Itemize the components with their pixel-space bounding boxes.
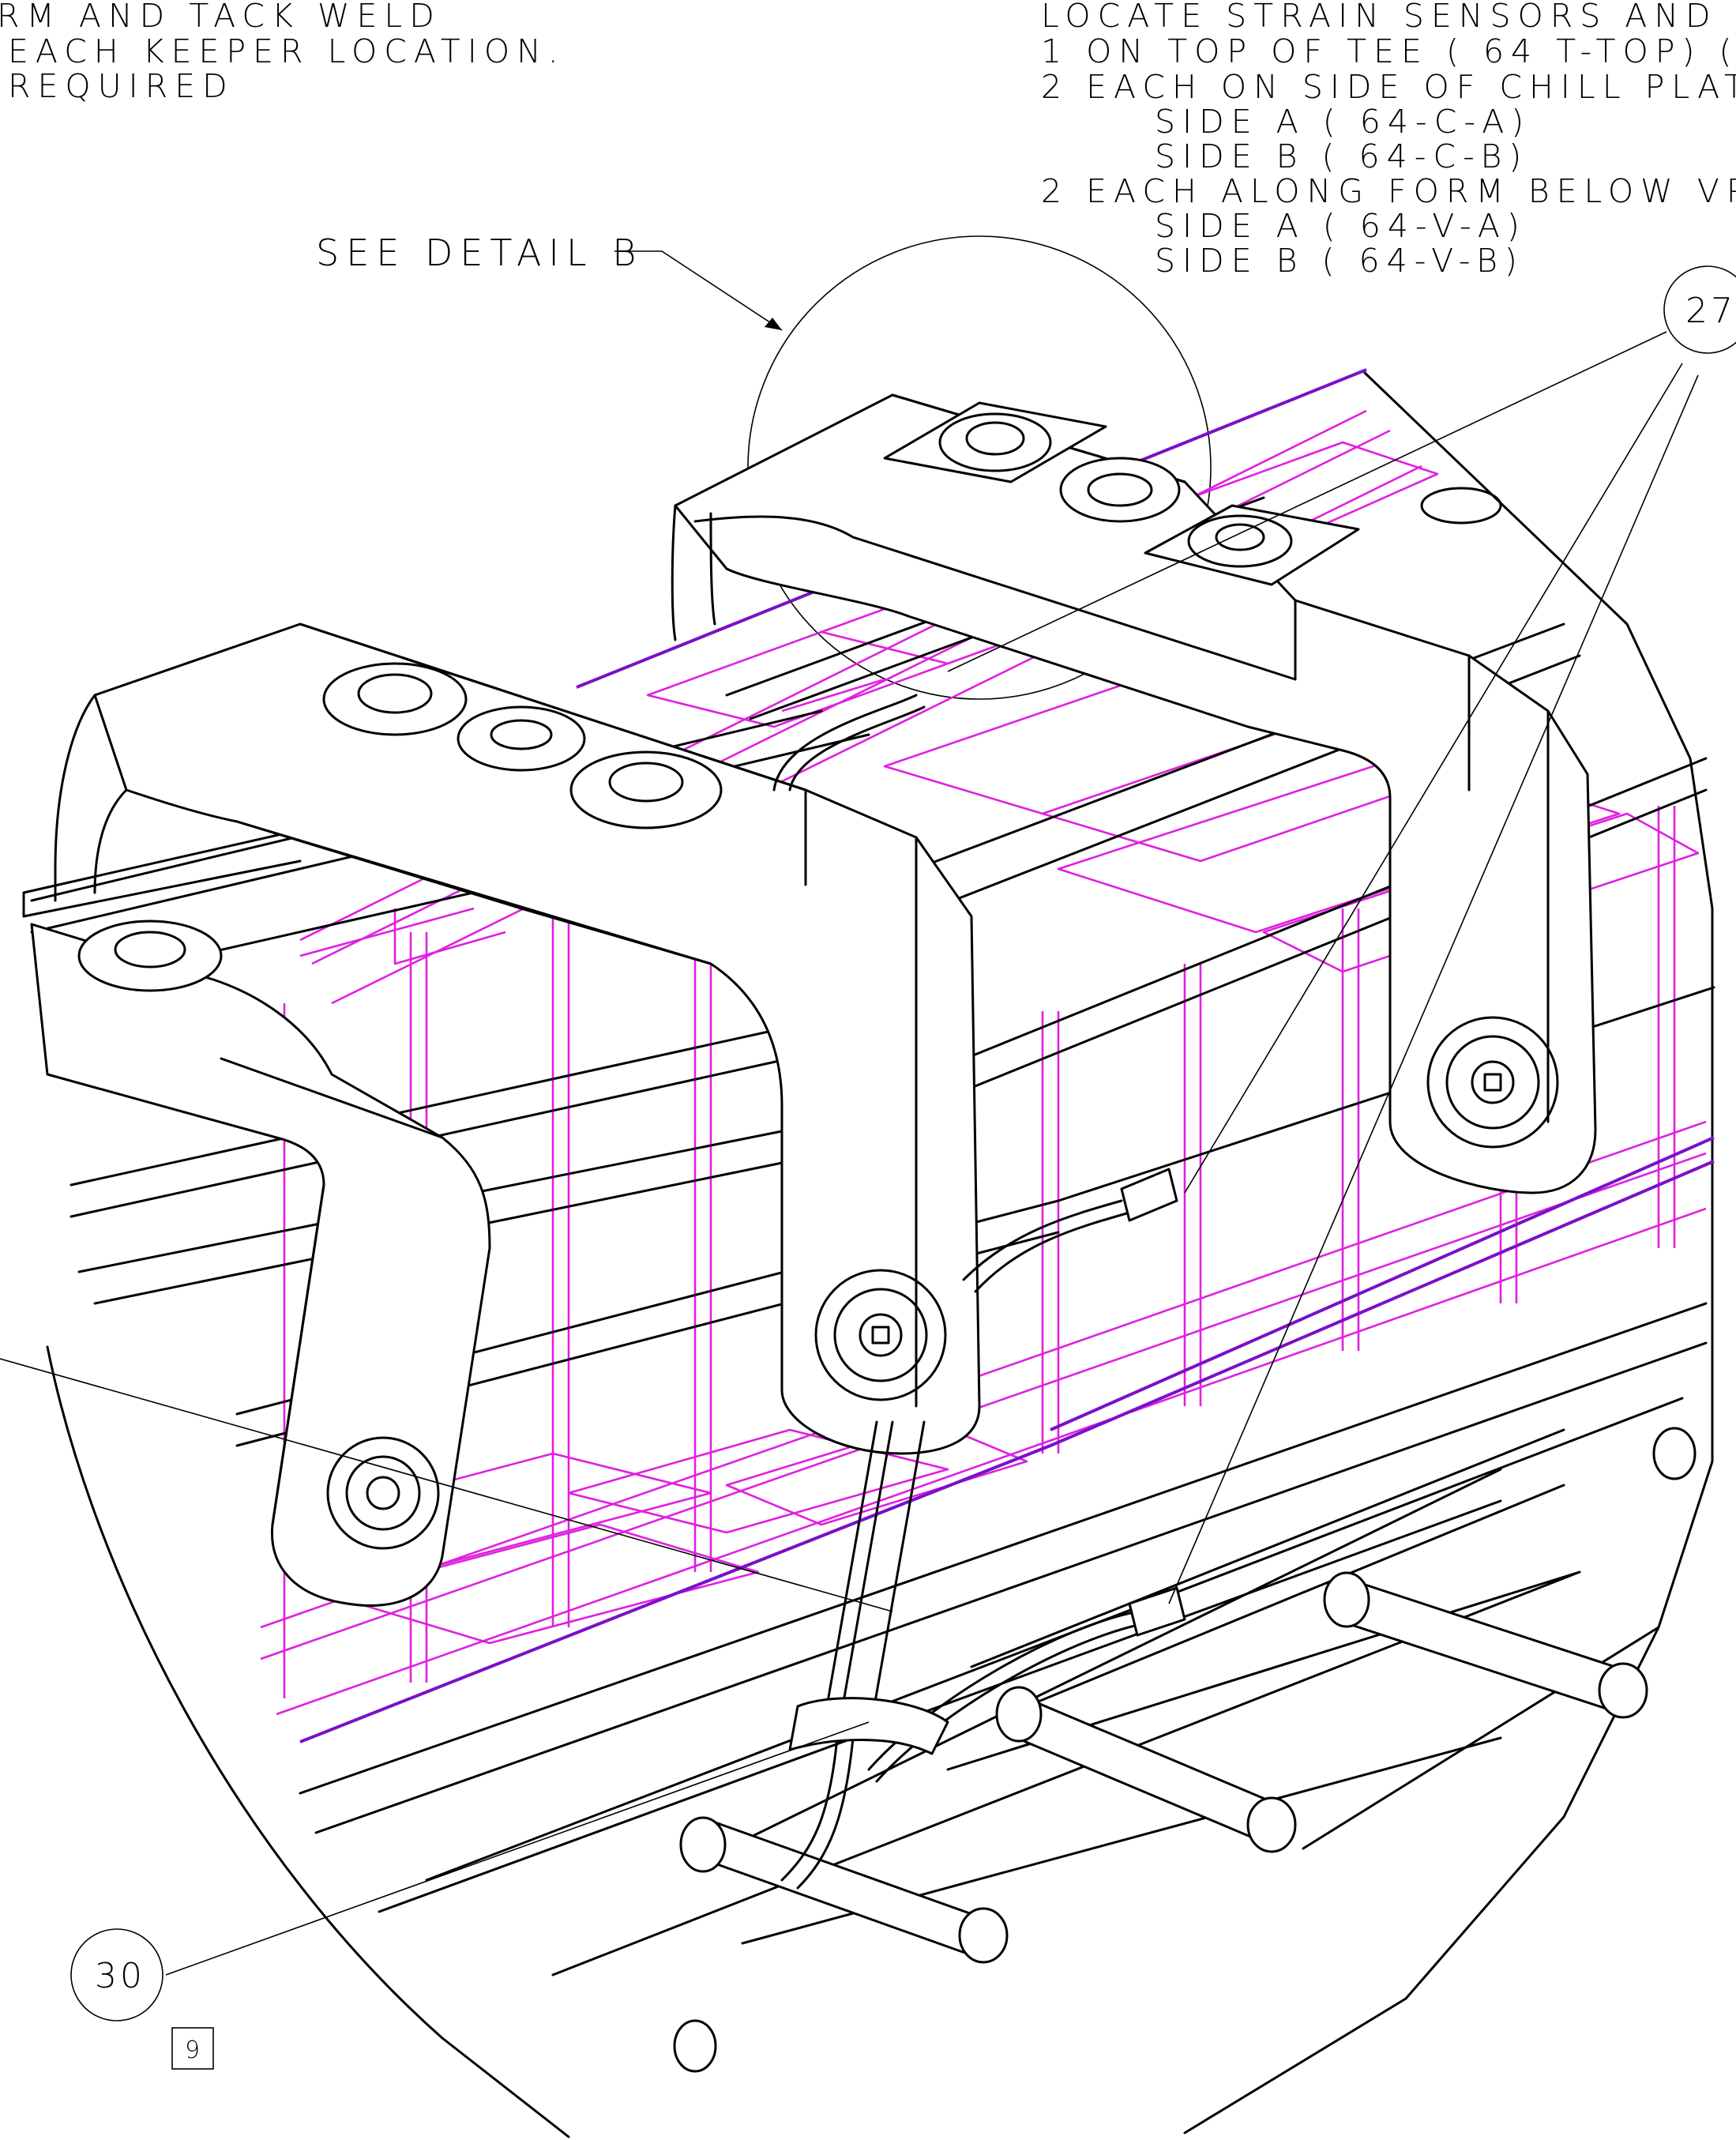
balloon-30-label: 30 [95, 1956, 145, 1996]
note-right-line-2: 1 ON TOP OF TEE ( 64 T-TOP) (OPTIONAL [1041, 32, 1736, 70]
note-left-line-2: EACH KEEPER LOCATION. [8, 32, 566, 70]
note-right-line-5: SIDE B ( 64-C-B) [1155, 137, 1528, 175]
note-right-line-1: LOCATE STRAIN SENSORS AND LABEL AS SH [1041, 0, 1736, 35]
leader-lines [0, 331, 1699, 1976]
note-right-line-6: 2 EACH ALONG FORM BELOW VPI GROOVE [1041, 172, 1736, 210]
sensor-cables [772, 694, 1186, 1890]
flag-note-9: 9 [171, 2027, 214, 2070]
note-left-line-3: REQUIRED [8, 67, 235, 105]
notes-right: LOCATE STRAIN SENSORS AND LABEL AS SH 1 … [1041, 0, 1736, 280]
section-boundary [46, 371, 1714, 2138]
note-right-line-3: 2 EACH ON SIDE OF CHILL PLATES (OPTIC [1041, 68, 1736, 106]
flag-note-9-label: 9 [185, 2037, 200, 2064]
note-right-line-8: SIDE B ( 64-V-B) [1155, 242, 1524, 280]
keeper-clamp-near [54, 622, 981, 1455]
notes-left: RM AND TACK WELD EACH KEEPER LOCATION. R… [0, 0, 566, 105]
keeper-pins [673, 1427, 1697, 2073]
note-right-line-7: SIDE A ( 64-V-A) [1155, 207, 1527, 245]
balloon-27-label: 27 [1685, 291, 1736, 331]
balloon-27: 27 [1663, 265, 1736, 354]
note-left-line-1: RM AND TACK WELD [0, 0, 442, 35]
note-right-line-4: SIDE A ( 64-C-A) [1155, 103, 1531, 141]
detail-b-label: SEE DETAIL B [316, 231, 643, 274]
balloon-30: 30 [70, 1928, 163, 2022]
keeper-clamp-left [30, 920, 491, 1607]
keeper-clamp-far [671, 393, 1597, 1194]
